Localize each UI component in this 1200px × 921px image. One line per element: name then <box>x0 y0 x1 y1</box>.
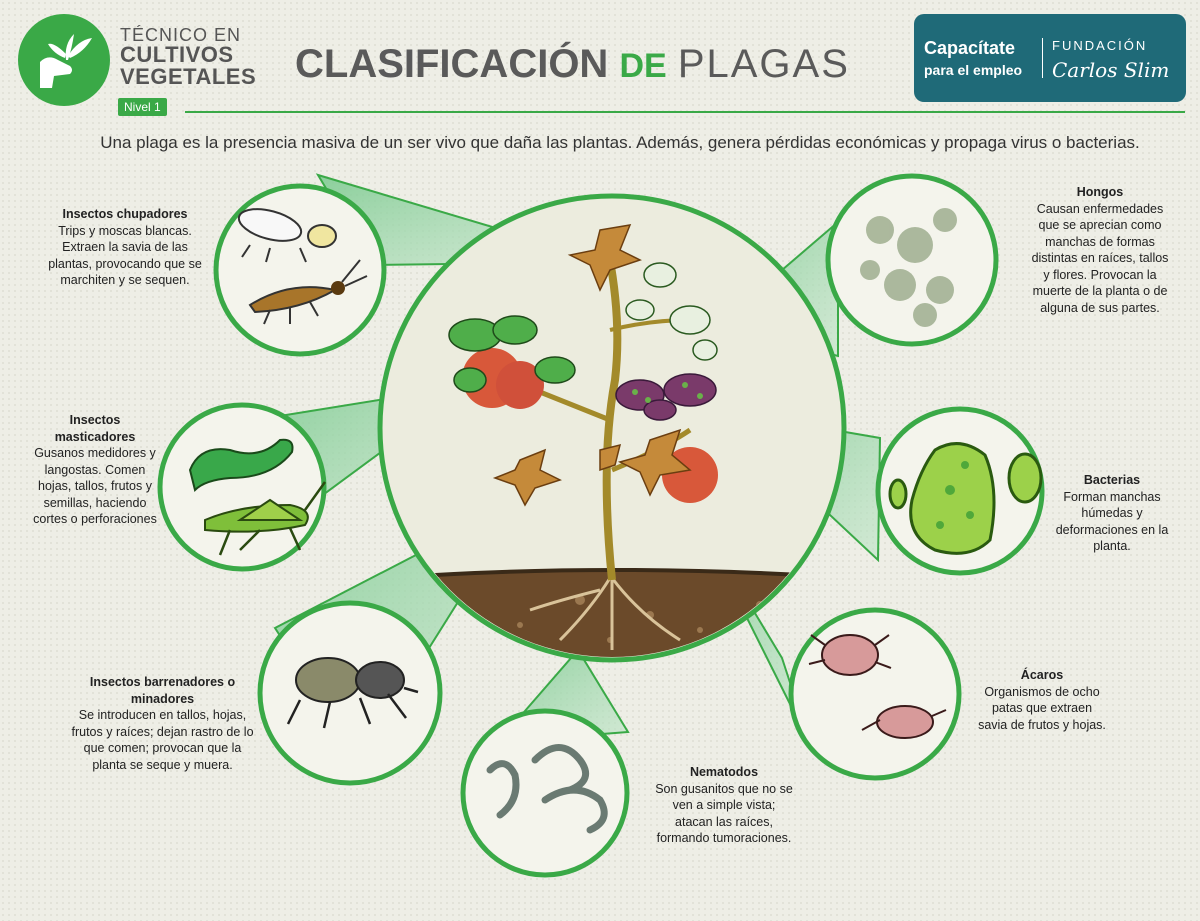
roots <box>529 577 681 650</box>
brand-line3: VEGETALES <box>120 64 257 89</box>
title-de: DE <box>619 47 667 85</box>
sponsor-line2: para el empleo <box>924 62 1023 78</box>
stem <box>602 249 622 581</box>
circle-acaros <box>788 607 962 781</box>
plant-illustration <box>383 224 841 657</box>
grasshopper-icon <box>204 481 327 556</box>
leaves-dry <box>492 224 692 507</box>
bacteria-icon <box>888 442 1043 555</box>
pest-bacterias-desc: Forman manchas húmedas y deformaciones e… <box>1055 489 1169 554</box>
intro-text: Una plaga es la presencia masiva de un s… <box>100 133 1140 152</box>
pest-hongos-title: Hongos <box>1076 185 1124 199</box>
pest-hongos-desc: Causan enfermedades que se aprecian como… <box>1031 201 1169 315</box>
plant-hand-logo-icon <box>18 14 110 106</box>
pest-chupadores: Insectos chupadores Trips y moscas blanc… <box>40 206 210 289</box>
pest-hongos: Hongos Causan enfermedades que se apreci… <box>1030 184 1170 316</box>
pest-bacterias: Bacterias Forman manchas húmedas y defor… <box>1052 472 1172 555</box>
mite-icon <box>808 634 947 739</box>
circle-chupadores <box>213 183 387 357</box>
level-badge: Nivel 1 <box>118 98 167 116</box>
pest-nematodos-title: Nematodos <box>689 765 759 779</box>
pest-acaros-desc: Organismos de ocho patas que extraen sav… <box>978 684 1106 732</box>
circle-nematodos <box>460 708 630 878</box>
circle-masticadores <box>157 402 327 572</box>
pest-acaros: Ácaros Organismos de ocho patas que extr… <box>978 667 1106 733</box>
sponsor-line3: FUNDACIÓN <box>1052 38 1148 53</box>
brand-text: TÉCNICO EN CULTIVOS VEGETALES <box>120 26 256 88</box>
nematode-icon <box>486 744 608 834</box>
pest-acaros-title: Ácaros <box>1020 668 1064 682</box>
pest-barrenadores: Insectos barrenadores o minadores Se int… <box>70 674 255 773</box>
whitefly-icon <box>237 208 337 263</box>
soil <box>383 570 841 657</box>
pest-chupadores-desc: Trips y moscas blancas. Extraen la savia… <box>48 223 202 288</box>
leaves-white <box>625 262 718 361</box>
fungus-icon <box>860 208 957 327</box>
brand-line2: CULTIVOS <box>120 42 234 67</box>
sponsor-badge[interactable]: Capacítate para el empleo FUNDACIÓN Carl… <box>914 14 1186 102</box>
page-title: CLASIFICACIÓN DE PLAGAS <box>295 42 850 87</box>
pest-chupadores-title: Insectos chupadores <box>62 207 188 221</box>
pest-masticadores-title: Insectos masticadores <box>54 413 136 444</box>
title-rest: PLAGAS <box>677 42 850 86</box>
pest-masticadores-desc: Gusanos medidores y langostas. Comen hoj… <box>33 446 157 526</box>
pest-nematodos: Nematodos Son gusanitos que no se ven a … <box>655 764 793 847</box>
header-divider <box>185 111 1185 113</box>
beetle-icon <box>286 657 419 729</box>
pest-masticadores: Insectos masticadores Gusanos medidores … <box>30 412 160 528</box>
caterpillar-icon <box>188 438 294 492</box>
leaves-purple <box>615 373 717 421</box>
pest-barrenadores-desc: Se introducen en tallos, hojas, frutos y… <box>71 708 254 772</box>
sponsor-divider <box>1042 38 1043 78</box>
title-bold: CLASIFICACIÓN <box>295 42 609 86</box>
thrips-icon <box>248 259 368 325</box>
sponsor-line1: Capacítate <box>924 38 1016 58</box>
pest-barrenadores-title: Insectos barrenadores o minadores <box>89 675 236 706</box>
pest-bacterias-title: Bacterias <box>1083 473 1141 487</box>
sponsor-line4: Carlos Slim <box>1052 58 1170 82</box>
brand-line1: TÉCNICO EN <box>120 25 242 45</box>
pest-nematodos-desc: Son gusanitos que no se ven a simple vis… <box>655 781 793 846</box>
leaves-green <box>448 315 576 393</box>
